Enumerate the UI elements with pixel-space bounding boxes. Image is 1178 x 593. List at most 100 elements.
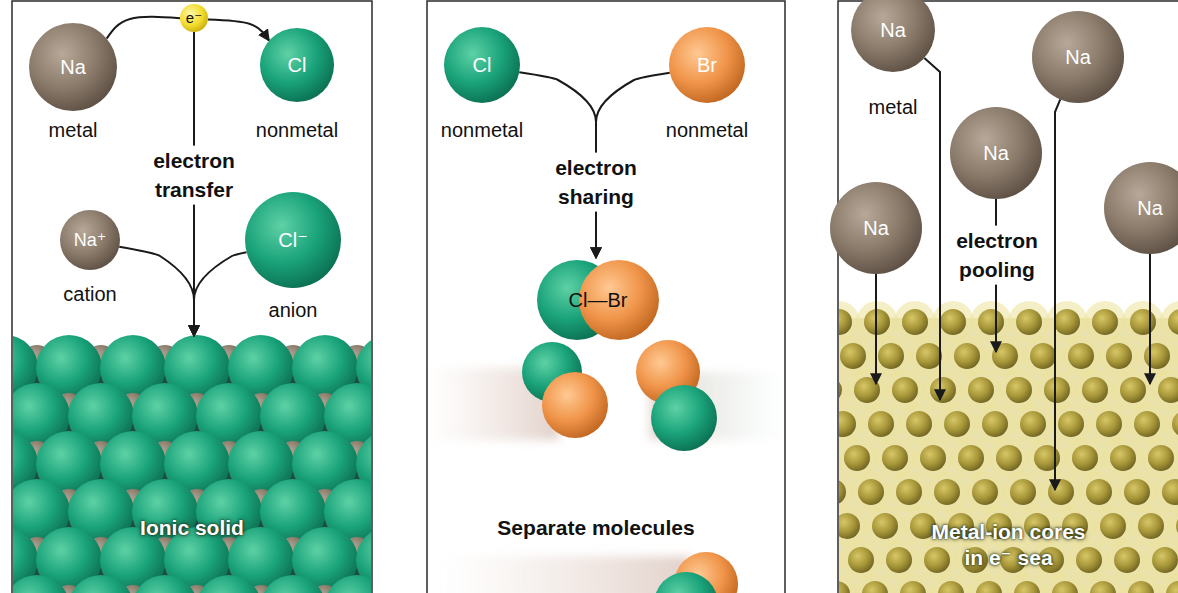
metal-ion-core [1100, 513, 1126, 539]
ionic-crystal [13, 335, 371, 593]
electron-cloud [892, 573, 934, 593]
element-symbol: Cl—Br [537, 258, 659, 342]
metal-ion-core [940, 309, 966, 335]
metal-ion-core [954, 343, 980, 369]
element-symbol: Na [29, 23, 117, 111]
process-arrow [194, 252, 247, 336]
electron-cloud [1082, 573, 1124, 593]
metal-ion-core [886, 547, 912, 573]
metal-ion-core [848, 547, 874, 573]
sphere [444, 27, 520, 103]
metal-ion-core [839, 479, 846, 505]
chloride-ion [13, 575, 70, 593]
label-holder: Separate molecules [497, 516, 694, 540]
atom-sphere: Brnonmetal [669, 27, 745, 103]
electron-cloud [1044, 573, 1086, 593]
metal-ion-core [839, 377, 842, 403]
metal-ion-core [839, 309, 852, 335]
metal-lattice: Metal-ion cores in e⁻ sea [839, 312, 1178, 593]
process-label: electron sharing [552, 153, 640, 212]
metal-ion-core [1010, 479, 1036, 505]
metal-ion-core [844, 445, 870, 471]
metal-ion-core [1148, 445, 1174, 471]
metal-ion-core [968, 377, 994, 403]
metal-ion-core [924, 547, 950, 573]
metal-ion-core [896, 479, 922, 505]
element-symbol: Na [1032, 11, 1124, 103]
metal-ion-core [1106, 343, 1132, 369]
atom-sphere: Nametal [29, 23, 117, 111]
metal-ion-core [1120, 377, 1146, 403]
molecule: Cl—Br [537, 258, 659, 342]
process-arrow [208, 19, 269, 40]
metal-ion-core [978, 309, 1004, 335]
metal-ion-core [996, 445, 1022, 471]
element-kind: cation [0, 282, 210, 306]
metal-ion-core [868, 411, 894, 437]
sphere [1032, 11, 1124, 103]
atom-sphere: Na [950, 107, 1042, 199]
element-symbol: Na⁺ [60, 210, 120, 270]
process-arrow [924, 58, 940, 400]
element-symbol: Cl [260, 28, 334, 102]
metal-ion-core [1162, 479, 1178, 505]
metal-ion-core [862, 581, 888, 593]
metal-ion-core [839, 581, 850, 593]
metal-ion-core [858, 479, 884, 505]
process-arrow [119, 247, 194, 336]
metal-ion-core [938, 581, 964, 593]
ionic-solid: Ionic solid [13, 336, 371, 593]
metal-ion-core [1016, 309, 1042, 335]
metal-ion-core [839, 411, 856, 437]
atom-sphere: Na [1032, 11, 1124, 103]
metal-ion-core [920, 445, 946, 471]
metal-ion-core [982, 411, 1008, 437]
chloride-ion [324, 575, 371, 593]
moving-molecules [427, 340, 785, 593]
electron-cloud [1006, 573, 1048, 593]
metal-ion-core [1082, 377, 1108, 403]
element-kind: anion [173, 298, 413, 322]
material-caption: Ionic solid [140, 515, 244, 541]
metal-ion-core [1044, 377, 1070, 403]
chloride-ion [196, 575, 262, 593]
panel-border [838, 1, 1178, 593]
sphere [60, 210, 120, 270]
metal-ion-core [1030, 343, 1056, 369]
sphere [830, 182, 922, 274]
sphere [180, 4, 208, 32]
metal-ion-core [934, 479, 960, 505]
process-label: electron pooling [953, 226, 1041, 285]
metal-ion-core [1114, 547, 1140, 573]
metal-ion-core [1134, 411, 1160, 437]
element-symbol: Na [830, 182, 922, 274]
electron-sphere: e⁻ [180, 4, 208, 32]
metal-ion-core [1090, 581, 1116, 593]
metal-ion-core [1128, 581, 1154, 593]
electron-cloud [854, 573, 896, 593]
metal-ion-core [878, 343, 904, 369]
metal-ion-core [944, 411, 970, 437]
sphere [950, 107, 1042, 199]
metal-ion-core [1034, 445, 1060, 471]
metal-ion-core [882, 445, 908, 471]
element-symbol: Na [950, 107, 1042, 199]
metal-ion-core [1110, 445, 1136, 471]
panel-border [427, 1, 785, 593]
metal-ion-core [839, 513, 860, 539]
metal-ion-core [1138, 513, 1164, 539]
metal-ion-core [900, 581, 926, 593]
electron-sea [839, 318, 1178, 593]
electron-cloud [1158, 573, 1178, 593]
metal-lattice-picture [839, 301, 1178, 593]
element-kind: nonmetal [587, 118, 827, 142]
label-holder: electron sharing [552, 153, 640, 212]
element-kind: nonmetal [177, 118, 417, 142]
label-holder: electron pooling [953, 226, 1041, 285]
atom-sphere: Clnonmetal [444, 27, 520, 103]
label-holder: electron transfer [150, 146, 238, 205]
atom-sphere: Na [1104, 162, 1178, 254]
sphere [851, 0, 935, 72]
